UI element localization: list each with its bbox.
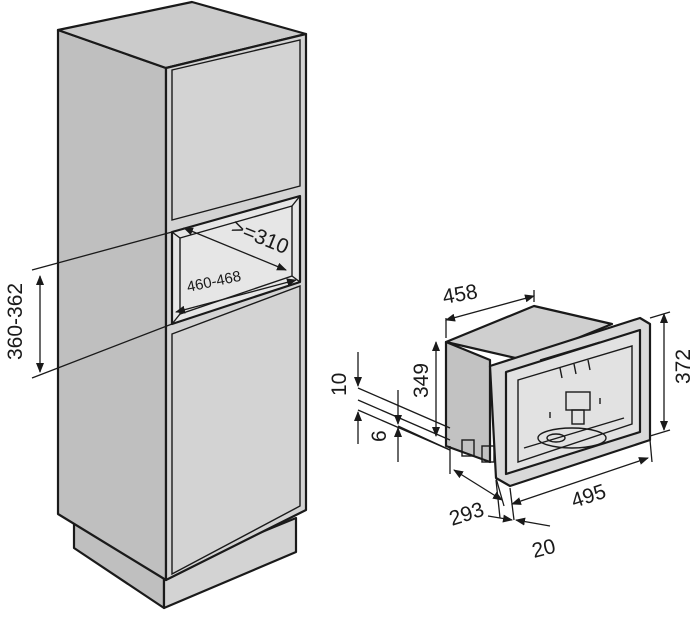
appliance-body-side [444, 340, 492, 464]
drip-tray [537, 427, 607, 449]
cabinet-side-panel [56, 28, 168, 582]
label-appliance-width-top: 458 [441, 280, 480, 309]
built-in-appliance [444, 304, 652, 488]
label-gap-bottom: 6 [368, 430, 391, 442]
label-appliance-body-depth: 293 [446, 498, 486, 531]
label-appliance-front-height: 372 [672, 349, 695, 384]
coffee-dispenser [523, 341, 625, 449]
upper-door [171, 39, 301, 221]
appliance-foot [461, 439, 475, 457]
dim-appliance-front-height: 372 [649, 311, 695, 437]
label-appliance-body-height: 349 [410, 363, 433, 398]
dim-appliance-body-height: 349 [410, 341, 440, 437]
label-niche-height: 360-362 [4, 283, 27, 360]
dim-niche-height: 360-362 [4, 275, 44, 373]
label-front-overhang: 20 [530, 535, 558, 563]
label-gap-top: 10 [328, 373, 351, 396]
dim-front-overhang: 20 [487, 479, 558, 563]
dim-gaps: 10 6 [328, 352, 451, 462]
appliance-front-inner [517, 345, 633, 463]
tall-cabinet [31, 0, 308, 610]
label-appliance-depth: 495 [568, 480, 608, 513]
